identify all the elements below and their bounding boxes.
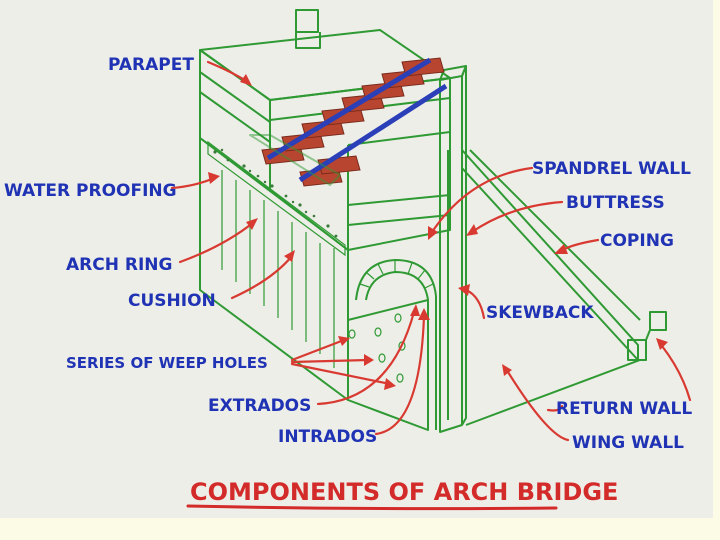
label-return-wall: RETURN WALL	[556, 399, 692, 419]
label-parapet: PARAPET	[108, 55, 194, 75]
label-skewback: SKEWBACK	[486, 303, 594, 323]
footer-band	[0, 518, 720, 540]
label-water-proofing: WATER PROOFING	[4, 181, 177, 201]
diagram-title: COMPONENTS OF ARCH BRIDGE	[190, 478, 618, 506]
label-weep-holes: SERIES OF WEEP HOLES	[66, 354, 268, 372]
label-coping: COPING	[600, 231, 674, 251]
label-intrados: INTRADOS	[278, 427, 377, 447]
label-arch-ring: ARCH RING	[66, 255, 172, 275]
label-buttress: BUTTRESS	[566, 193, 665, 213]
right-edge-band	[713, 0, 720, 518]
label-wing-wall: WING WALL	[572, 433, 684, 453]
label-extrados: EXTRADOS	[208, 396, 311, 416]
label-cushion: CUSHION	[128, 291, 216, 311]
label-spandrel-wall: SPANDREL WALL	[532, 159, 691, 179]
